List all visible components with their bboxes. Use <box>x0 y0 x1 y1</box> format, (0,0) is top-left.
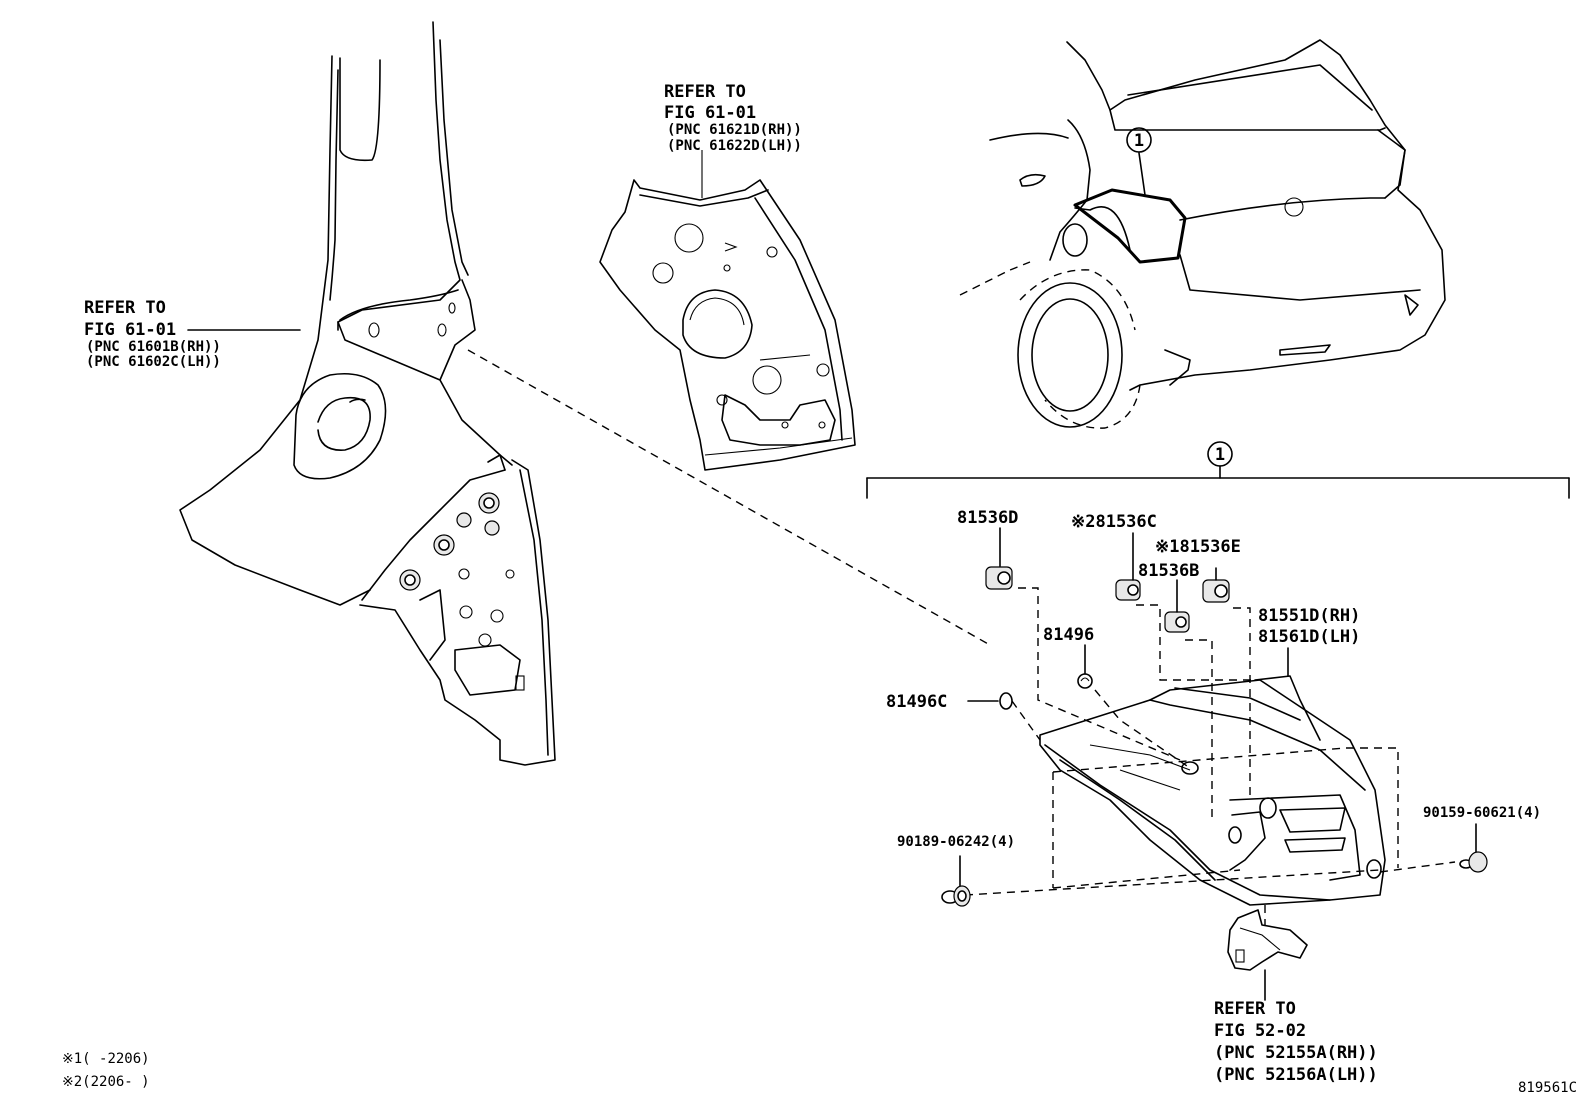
inner-panel-drawing <box>599 150 856 471</box>
footnote-1: ※1( -2206) <box>62 1051 150 1067</box>
svg-text:(PNC 52156A(LH)): (PNC 52156A(LH)) <box>1214 1065 1378 1085</box>
part-81551D-label: 81551D(RH) <box>1258 606 1360 626</box>
grommet-81496C <box>999 692 1013 710</box>
lamp-bracket-drawing <box>1227 909 1308 1001</box>
svg-text:1: 1 <box>1215 445 1225 465</box>
leader-quarter-to-lamp <box>467 349 991 646</box>
svg-text:(PNC 61621D(RH)): (PNC 61621D(RH)) <box>667 122 802 138</box>
part-81536E-label: ※181536E <box>1155 537 1241 557</box>
svg-text:FIG 61-01: FIG 61-01 <box>664 103 756 123</box>
svg-text:FIG 52-02: FIG 52-02 <box>1214 1021 1306 1041</box>
svg-text:(PNC 52155A(RH)): (PNC 52155A(RH)) <box>1214 1043 1378 1063</box>
ref-inner-panel-label: REFER TO FIG 61-01 (PNC 61621D(RH)) (PNC… <box>664 82 802 154</box>
grommet-81496 <box>1077 673 1093 689</box>
clip-81536C <box>1115 579 1141 601</box>
part-81536D-label: 81536D <box>957 508 1018 528</box>
clip-81536E <box>1202 579 1230 603</box>
part-81561D-label: 81561D(LH) <box>1258 627 1360 647</box>
part-81496-label: 81496 <box>1043 625 1094 645</box>
svg-text:(PNC 61601B(RH)): (PNC 61601B(RH)) <box>86 339 221 355</box>
assembly-bracket: 1 <box>866 441 1570 499</box>
quarter-panel-drawing <box>179 21 556 766</box>
svg-text:(PNC 61602C(LH)): (PNC 61602C(LH)) <box>86 354 221 370</box>
part-90189-label: 90189-06242(4) <box>897 834 1015 850</box>
svg-text:(PNC 61622D(LH)): (PNC 61622D(LH)) <box>667 138 802 154</box>
screw-90159 <box>1459 851 1488 873</box>
ref-bracket-label: REFER TO FIG 52-02 (PNC 52155A(RH)) (PNC… <box>1214 999 1378 1085</box>
svg-text:REFER TO: REFER TO <box>84 298 166 318</box>
clip-81536D <box>985 566 1013 590</box>
bolt-90189 <box>941 885 971 907</box>
svg-text:REFER TO: REFER TO <box>1214 999 1296 1019</box>
part-81536C-label: ※281536C <box>1071 512 1157 532</box>
ref-quarter-panel-label: REFER TO FIG 61-01 (PNC 61601B(RH)) (PNC… <box>84 298 221 370</box>
svg-text:REFER TO: REFER TO <box>664 82 746 102</box>
diagram-id: 819561C <box>1518 1080 1577 1096</box>
callout-circle-top: 1 <box>1126 127 1152 153</box>
footnote-2: ※2(2206- ) <box>62 1074 150 1090</box>
tail-lamp-assembly <box>1039 675 1386 906</box>
vehicle-rear-view <box>959 39 1446 429</box>
svg-text:FIG 61-01: FIG 61-01 <box>84 320 176 340</box>
part-81496C-label: 81496C <box>886 692 947 712</box>
part-90159-label: 90159-60621(4) <box>1423 805 1541 821</box>
svg-text:1: 1 <box>1134 131 1144 151</box>
tail-lamp-highlight <box>1073 188 1187 264</box>
clip-81536B <box>1164 611 1190 633</box>
exploded-leaders <box>964 587 1456 925</box>
part-81536B-label: 81536B <box>1138 561 1199 581</box>
